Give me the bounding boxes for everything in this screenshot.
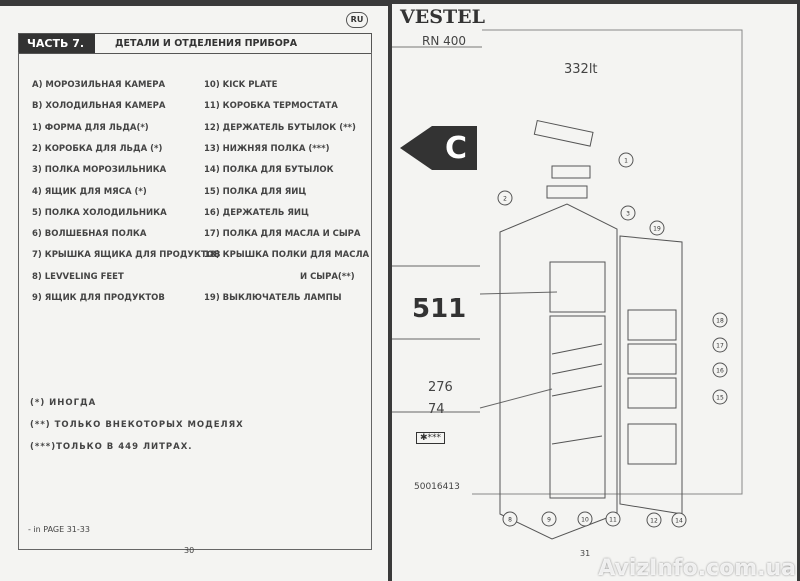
- callout-circle: [497, 190, 513, 206]
- callout-circle: [577, 511, 593, 527]
- callout-circle: [712, 337, 728, 353]
- callout-label: 10: [581, 517, 589, 524]
- callout-label: 11: [609, 517, 617, 524]
- page-reference: - in PAGE 31-33: [28, 525, 90, 534]
- callout-label: 16: [716, 368, 724, 375]
- callout-circle: [541, 511, 557, 527]
- fresh-volume: 276: [428, 380, 453, 395]
- product-code: 50016413: [414, 482, 460, 492]
- callout-circle: [618, 152, 634, 168]
- energy-class: C: [445, 131, 468, 166]
- parts-list-item: A) МОРОЗИЛЬНАЯ КАМЕРА: [32, 80, 166, 90]
- page-number: 30: [184, 546, 195, 555]
- callout-label: 15: [716, 395, 724, 402]
- callout-circle: [671, 512, 687, 528]
- energy-consumption: 511: [412, 294, 467, 324]
- callout-circle: [502, 511, 518, 527]
- callout-circle: [605, 511, 621, 527]
- parts-list-item: 4) ЯЩИК ДЛЯ МЯСА (*): [32, 186, 147, 197]
- callout-label: 8: [508, 517, 512, 524]
- model-name: RN 400: [422, 34, 467, 48]
- parts-list-item: 5) ПОЛКА ХОЛОДИЛЬНИКА: [32, 207, 167, 218]
- freezer-volume: 74: [428, 402, 445, 417]
- callout-label: 19: [653, 226, 661, 233]
- watermark: AvizInfo.com.ua: [598, 556, 796, 581]
- parts-list-item: 9) ЯЩИК ДЛЯ ПРОДУКТОВ: [32, 293, 165, 303]
- parts-list-item: 2) КОРОБКА ДЛЯ ЛЬДА (*): [32, 143, 163, 154]
- parts-list-item: 19) ВЫКЛЮЧАТЕЛЬ ЛАМПЫ: [204, 293, 342, 303]
- callout-circle: [712, 312, 728, 328]
- fridge-body: [499, 119, 683, 540]
- callout-circle: [646, 512, 662, 528]
- volume: 332lt: [564, 62, 598, 77]
- callout-label: 2: [503, 196, 507, 203]
- callout-label: 18: [716, 318, 724, 325]
- callout-circle: [620, 205, 636, 221]
- parts-list-item: 17) ПОЛКА ДЛЯ МАСЛА И СЫРА: [204, 229, 361, 240]
- parts-list-item: 12) ДЕРЖАТЕЛЬ БУТЫЛОК (**): [204, 122, 356, 133]
- content-frame: [18, 52, 372, 550]
- language-badge: RU: [346, 12, 368, 28]
- parts-list-item: 18) КРЫШКА ПОЛКИ ДЛЯ МАСЛА: [204, 250, 370, 261]
- callout-label: 3: [626, 211, 630, 218]
- parts-list-item: B) ХОЛОДИЛЬНАЯ КАМЕРА: [32, 101, 166, 112]
- callout-circle: [712, 389, 728, 405]
- callout-label: 14: [675, 518, 683, 525]
- parts-list-item: 14) ПОЛКА ДЛЯ БУТЫЛОК: [204, 165, 334, 176]
- section-tag: ЧАСТЬ 7.: [19, 34, 95, 53]
- star-rating: ✱***: [416, 432, 446, 444]
- parts-list-item: 10) KICK PLATE: [204, 80, 278, 90]
- callout-label: 12: [650, 518, 658, 525]
- energy-class-arrow: [400, 126, 477, 170]
- parts-list-item: 1) ФОРМА ДЛЯ ЛЬДА(*): [32, 122, 149, 133]
- callout-circle: [649, 220, 665, 236]
- page-number: 31: [580, 549, 591, 558]
- callout-label: 9: [547, 517, 551, 524]
- parts-list-item: 11) КОРОБКА ТЕРМОСТАТА: [204, 101, 338, 112]
- parts-list-item: 3) ПОЛКА МОРОЗИЛЬНИКА: [32, 165, 167, 176]
- callout-label: 17: [716, 343, 724, 350]
- note: (*) ИНОГДА: [30, 398, 97, 408]
- parts-list-item: 15) ПОЛКА ДЛЯ ЯИЦ: [204, 186, 307, 197]
- callout-circle: [712, 362, 728, 378]
- left-page: RU ЧАСТЬ 7. ДЕТАЛИ И ОТДЕЛЕНИЯ ПРИБОРА A…: [0, 6, 388, 581]
- section-title: ДЕТАЛИ И ОТДЕЛЕНИЯ ПРИБОРА: [115, 38, 298, 49]
- parts-list-item: 7) КРЫШКА ЯЩИКА ДЛЯ ПРОДУКТОВ: [32, 250, 221, 261]
- parts-list-item: 16) ДЕРЖАТЕЛЬ ЯИЦ: [204, 207, 309, 218]
- parts-list-item: 13) НИЖНЯЯ ПОЛКА (***): [204, 143, 330, 154]
- section-header: ЧАСТЬ 7. ДЕТАЛИ И ОТДЕЛЕНИЯ ПРИБОРА: [18, 33, 372, 54]
- callout-label: 1: [624, 158, 628, 165]
- note: (**) ТОЛЬКО ВНЕКОТОРЫХ МОДЕЛЯХ: [30, 420, 244, 430]
- parts-list-item: 8) LEVVELING FEET: [32, 271, 124, 282]
- brand-logo: VESTEL: [400, 6, 485, 28]
- note: (***)ТОЛЬКО В 449 ЛИТРАХ.: [30, 442, 193, 452]
- parts-list-item: И СЫРА(**): [300, 271, 355, 282]
- parts-list-item: 6) ВОЛШЕБНАЯ ПОЛКА: [32, 229, 147, 240]
